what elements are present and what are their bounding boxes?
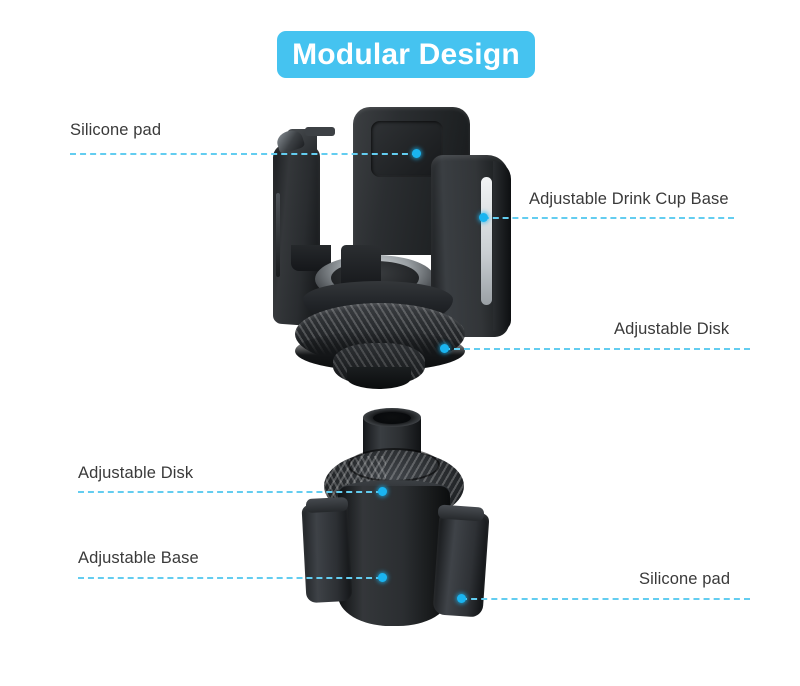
callout-dot-adjustable-disk-bottom: [378, 487, 387, 496]
right-arm-shadow-face: [493, 161, 511, 331]
left-silicone-pad-top: [305, 496, 349, 514]
callout-label-adjustable-disk-bottom: Adjustable Disk: [78, 464, 194, 482]
callout-label-silicone-pad-top: Silicone pad: [70, 121, 162, 139]
callout-label-silicone-pad-bottom: Silicone pad: [639, 570, 731, 588]
rear-panel-tab: [305, 127, 335, 136]
callout-dot-adjustable-drink-cup-base: [479, 213, 488, 222]
left-arm-groove-icon: [276, 192, 280, 278]
neck-tube-bore: [373, 412, 411, 424]
disk-foot-bottom: [347, 367, 411, 389]
left-silicone-pad: [301, 502, 353, 604]
callout-leader-silicone-pad-top: [70, 153, 418, 155]
callout-leader-adjustable-disk-bottom: [78, 491, 382, 493]
callout-label-adjustable-base: Adjustable Base: [78, 549, 199, 567]
page-title: Modular Design: [292, 37, 520, 71]
right-arm-highlight-strip: [481, 177, 492, 305]
callout-label-adjustable-disk-top: Adjustable Disk: [614, 320, 730, 338]
callout-leader-adjustable-disk-top: [444, 348, 750, 350]
callout-dot-silicone-pad-top: [412, 149, 421, 158]
callout-dot-adjustable-base: [378, 573, 387, 582]
callout-dot-adjustable-disk-top: [440, 344, 449, 353]
callout-dot-silicone-pad-bottom: [457, 594, 466, 603]
callout-leader-adjustable-drink-cup-base: [483, 217, 734, 219]
product-image-lower-assembly: [290, 408, 510, 638]
adjustable-disk-lower-ring: [348, 448, 440, 482]
adjustable-base-body: [338, 486, 450, 626]
product-image-upper-assembly: [255, 105, 545, 395]
callout-leader-adjustable-base: [78, 577, 382, 579]
title-banner: Modular Design: [277, 31, 535, 78]
callout-label-adjustable-drink-cup-base: Adjustable Drink Cup Base: [529, 190, 729, 208]
callout-leader-silicone-pad-bottom: [461, 598, 750, 600]
